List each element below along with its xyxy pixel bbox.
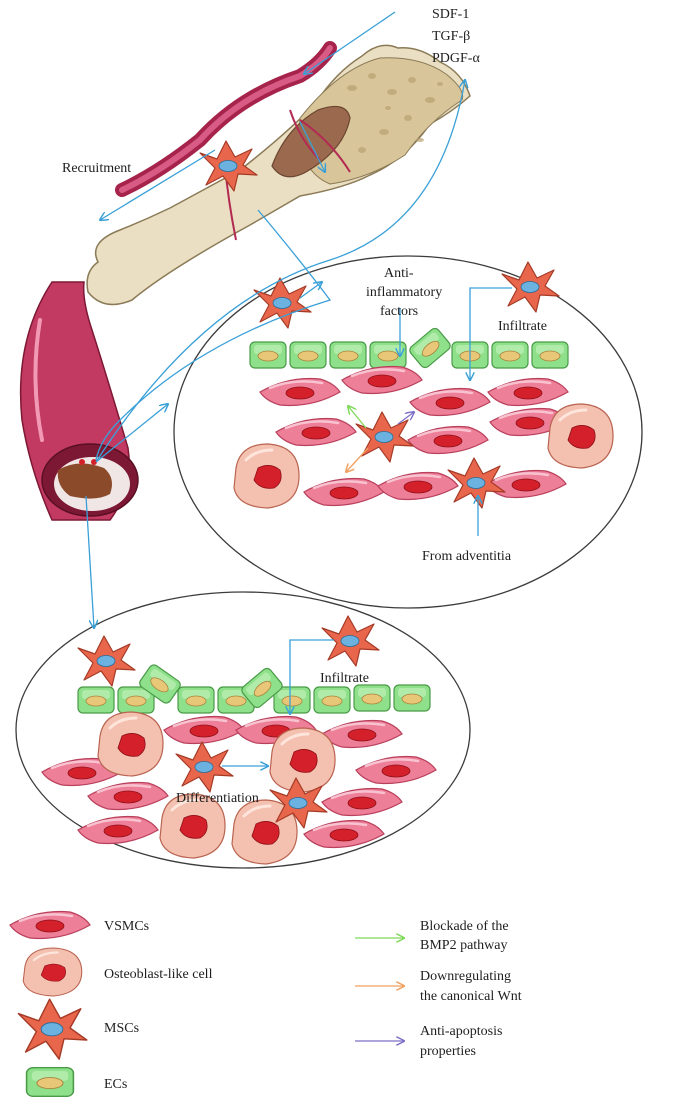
artery-illustration: [19, 281, 139, 521]
factor-pdgfa: PDGF-α: [432, 51, 480, 66]
arrow-infiltrate-bottom: [290, 639, 334, 714]
label-infiltrate-top: Infiltrate: [498, 319, 547, 334]
label-anti-line2: inflammatory: [366, 285, 442, 300]
legend-ec-icon: [25, 1066, 75, 1098]
legend-vsmc-icon: [8, 910, 92, 940]
label-anti-line3: factors: [380, 304, 418, 319]
factor-sdf1: SDF-1: [432, 7, 469, 22]
label-from-adventitia: From adventitia: [422, 549, 512, 564]
legend-apoptosis-line2: properties: [420, 1044, 476, 1059]
legend-msc-label: MSCs: [104, 1021, 139, 1036]
legend-wnt-line1: Downregulating: [420, 969, 511, 984]
legend-wnt-line2: the canonical Wnt: [420, 989, 522, 1004]
bone-illustration: [86, 41, 471, 306]
label-anti-line1: Anti-: [384, 266, 414, 281]
legend-bmp2-line2: BMP2 pathway: [420, 938, 508, 953]
arrow-bone-to-vessel: [95, 209, 332, 461]
label-recruitment: Recruitment: [62, 161, 131, 176]
arrow-factors-to-vessel: [304, 11, 396, 74]
mechanism-arrows: [346, 406, 414, 472]
arrow-recruitment: [100, 149, 216, 220]
arrow-infiltrate-top: [470, 287, 512, 380]
legend-osteoblast-label: Osteoblast-like cell: [104, 967, 213, 982]
legend-osteoblast-icon: [21, 946, 84, 998]
legend-ec-label: ECs: [104, 1077, 127, 1092]
flow-arrows: [85, 11, 512, 766]
arrow-to-bottom-circle: [85, 495, 94, 628]
legend-apoptosis-line1: Anti-apoptosis: [420, 1024, 502, 1039]
legend: VSMCs Osteoblast-like cell MSCs ECs Bloc…: [8, 910, 522, 1098]
legend-msc-icon: [17, 998, 88, 1060]
label-anti-inflammatory: Anti- inflammatory factors: [366, 266, 442, 319]
label-infiltrate-bottom: Infiltrate: [320, 671, 369, 686]
bone-marrow: [271, 105, 351, 178]
factor-labels: SDF-1 TGF-β PDGF-α: [432, 7, 480, 66]
legend-vsmc-label: VSMCs: [104, 919, 149, 934]
label-differentiation: Differentiation: [176, 791, 259, 806]
arrow-to-top-circle: [95, 404, 168, 463]
arrow-vessel-to-factors: [95, 80, 465, 463]
factor-tgfb: TGF-β: [432, 29, 470, 44]
legend-bmp2-line1: Blockade of the: [420, 919, 509, 934]
